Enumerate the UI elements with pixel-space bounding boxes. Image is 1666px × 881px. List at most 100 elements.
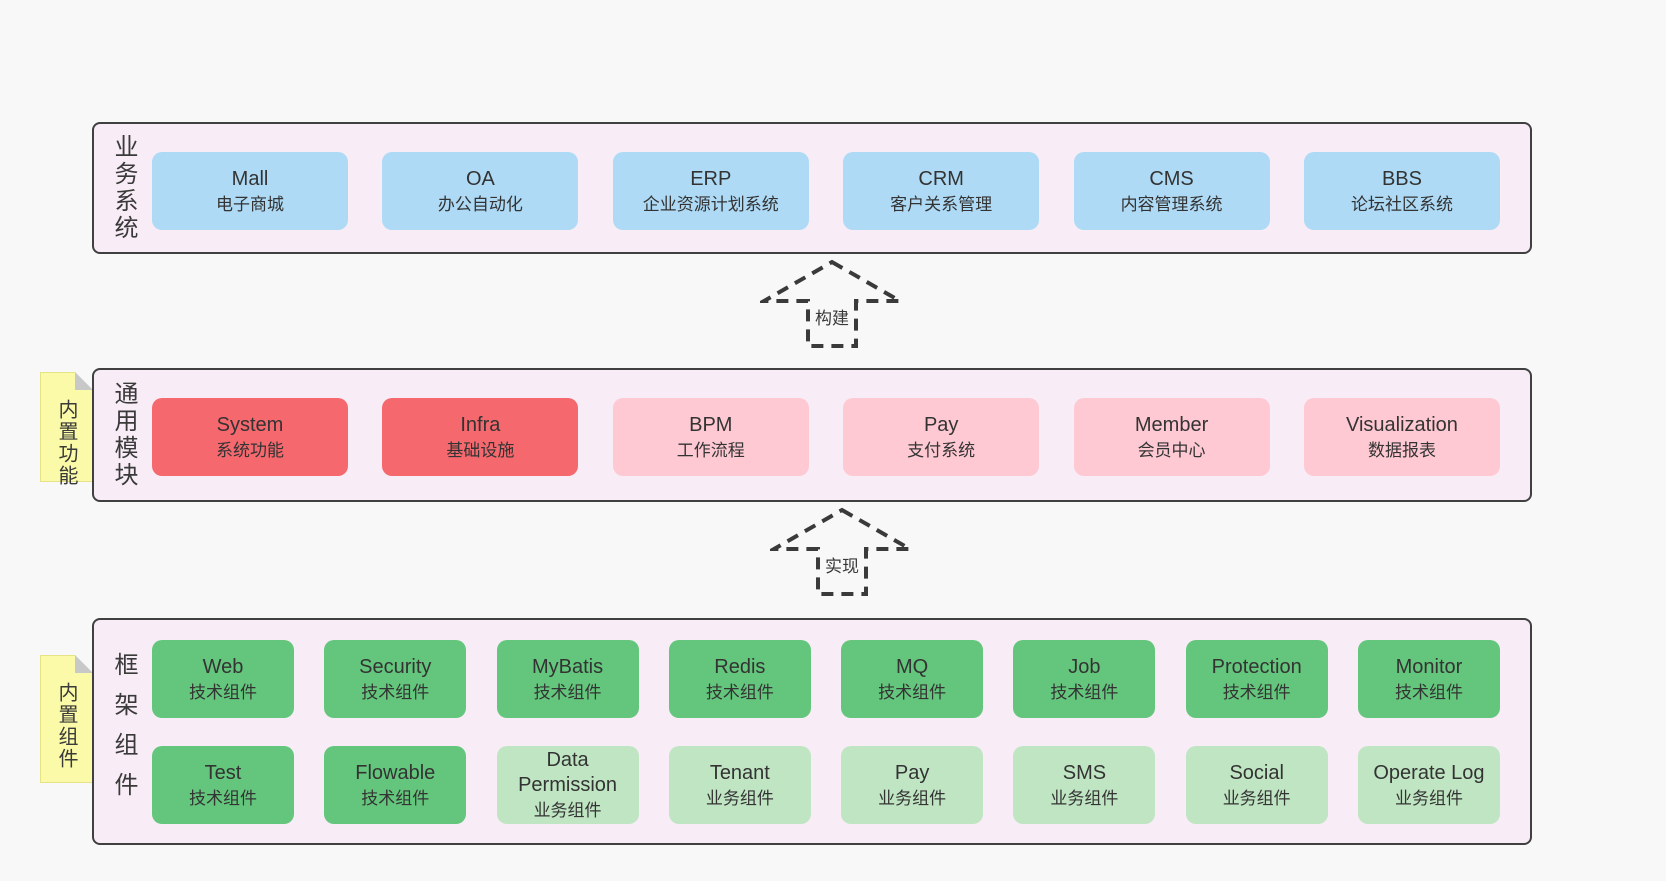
node-subtitle: 技术组件 [705, 682, 774, 702]
node-subtitle: 技术组件 [1222, 682, 1291, 702]
node-subtitle: 业务组件 [878, 788, 947, 808]
node-title: Monitor [1395, 655, 1463, 678]
framework-components-row-1: Web 技术组件 Security 技术组件 MyBatis 技术组件 Redi… [152, 640, 1500, 718]
common-modules-row: System 系统功能 Infra 基础设施 BPM 工作流程 Pay 支付系统… [152, 398, 1500, 476]
node-title: Redis [714, 655, 766, 678]
up-arrow-icon [760, 259, 904, 348]
layer-label-common-modules: 通用模块 [110, 381, 137, 489]
node-title: Web [202, 655, 244, 678]
node-title: MQ [896, 655, 929, 678]
node-title: Mall [231, 167, 269, 190]
node-title: BBS [1381, 167, 1422, 190]
arrow-build-label: 构建 [812, 304, 852, 329]
layer-label-framework-components: 框架组件 [110, 651, 137, 812]
node-title: ERP [690, 167, 732, 190]
node-title: Data Permission [518, 749, 618, 797]
node-title: Member [1134, 413, 1209, 436]
node-title: Job [1068, 655, 1101, 678]
node-title: Operate Log [1373, 761, 1485, 784]
sticky-note-builtin-features: 内置功能 [40, 372, 93, 487]
node-data-permission: Data Permission 业务组件 [496, 746, 639, 824]
node-cms: CMS 内容管理系统 [1073, 152, 1270, 230]
node-system: System 系统功能 [152, 398, 348, 476]
node-subtitle: 数据报表 [1367, 440, 1436, 460]
node-title: MyBatis [532, 655, 604, 678]
node-title: CMS [1149, 167, 1194, 190]
node-erp: ERP 企业资源计划系统 [612, 152, 809, 230]
node-operate-log: Operate Log 业务组件 [1357, 746, 1500, 824]
node-subtitle: 技术组件 [878, 682, 947, 702]
node-member: Member 会员中心 [1073, 398, 1270, 476]
node-crm: CRM 客户关系管理 [843, 152, 1040, 230]
node-title: Visualization [1345, 413, 1458, 436]
node-subtitle: 业务组件 [533, 801, 602, 821]
node-subtitle: 办公自动化 [437, 194, 523, 214]
node-subtitle: 会员中心 [1137, 440, 1206, 460]
node-title: OA [465, 167, 495, 190]
node-web: Web 技术组件 [152, 640, 294, 718]
layer-framework-components: 框架组件 Web 技术组件 Security 技术组件 MyBatis 技术组件… [92, 618, 1532, 845]
node-subtitle: 技术组件 [1394, 682, 1463, 702]
arrow-build: 构建 [760, 258, 904, 350]
node-subtitle: 系统功能 [216, 440, 284, 460]
node-social: Social 业务组件 [1185, 746, 1328, 824]
node-mall: Mall 电子商城 [152, 152, 348, 230]
node-subtitle: 技术组件 [189, 682, 257, 702]
node-title: SMS [1062, 761, 1107, 784]
node-subtitle: 内容管理系统 [1120, 194, 1223, 214]
node-title: Social [1229, 761, 1284, 784]
node-subtitle: 客户关系管理 [890, 194, 993, 214]
node-title: Pay [894, 761, 930, 784]
node-subtitle: 业务组件 [1050, 788, 1119, 808]
node-title: Infra [460, 413, 501, 436]
node-subtitle: 企业资源计划系统 [642, 194, 779, 214]
node-subtitle: 电子商城 [216, 194, 284, 214]
node-test: Test 技术组件 [152, 746, 294, 824]
node-subtitle: 基础设施 [446, 440, 515, 460]
node-title: System [216, 413, 284, 436]
node-title: Flowable [355, 761, 436, 784]
node-monitor: Monitor 技术组件 [1357, 640, 1500, 718]
node-mq: MQ 技术组件 [841, 640, 984, 718]
node-subtitle: 技术组件 [361, 682, 430, 702]
node-subtitle: 论坛社区系统 [1350, 194, 1453, 214]
layer-business-systems: 业务系统 Mall 电子商城 OA 办公自动化 ERP 企业资源计划系统 CRM… [92, 122, 1532, 254]
node-tenant: Tenant 业务组件 [668, 746, 811, 824]
node-bpm: BPM 工作流程 [612, 398, 809, 476]
node-title: Protection [1211, 655, 1302, 678]
node-visualization: Visualization 数据报表 [1303, 398, 1500, 476]
layer-common-modules: 通用模块 System 系统功能 Infra 基础设施 BPM 工作流程 Pay… [92, 368, 1532, 502]
arrow-implement-label: 实现 [822, 552, 862, 577]
node-subtitle: 技术组件 [533, 682, 602, 702]
sticky-note-label: 内置组件 [55, 682, 77, 770]
node-subtitle: 技术组件 [361, 788, 430, 808]
node-subtitle: 业务组件 [1222, 788, 1291, 808]
node-title: Tenant [709, 761, 770, 784]
node-title: Test [204, 761, 242, 784]
node-infra: Infra 基础设施 [382, 398, 579, 476]
node-protection: Protection 技术组件 [1185, 640, 1328, 718]
node-bbs: BBS 论坛社区系统 [1303, 152, 1500, 230]
node-title: Security [359, 655, 432, 678]
node-subtitle: 技术组件 [189, 788, 257, 808]
framework-components-row-2: Test 技术组件 Flowable 技术组件 Data Permission … [152, 746, 1500, 824]
node-sms: SMS 业务组件 [1013, 746, 1156, 824]
node-title: Pay [923, 413, 959, 436]
sticky-note-builtin-components: 内置组件 [40, 655, 93, 783]
business-systems-row: Mall 电子商城 OA 办公自动化 ERP 企业资源计划系统 CRM 客户关系… [152, 152, 1500, 230]
node-title: BPM [689, 413, 733, 436]
node-redis: Redis 技术组件 [668, 640, 811, 718]
node-oa: OA 办公自动化 [382, 152, 579, 230]
sticky-note-label: 内置功能 [55, 399, 77, 487]
node-mybatis: MyBatis 技术组件 [496, 640, 639, 718]
arrow-implement: 实现 [770, 506, 914, 598]
node-flowable: Flowable 技术组件 [324, 746, 467, 824]
layer-label-business-systems: 业务系统 [110, 134, 137, 242]
node-pay-component: Pay 业务组件 [841, 746, 984, 824]
node-title: CRM [918, 167, 964, 190]
node-pay: Pay 支付系统 [843, 398, 1040, 476]
node-subtitle: 业务组件 [705, 788, 774, 808]
node-job: Job 技术组件 [1013, 640, 1156, 718]
node-subtitle: 支付系统 [907, 440, 976, 460]
node-subtitle: 业务组件 [1394, 788, 1463, 808]
